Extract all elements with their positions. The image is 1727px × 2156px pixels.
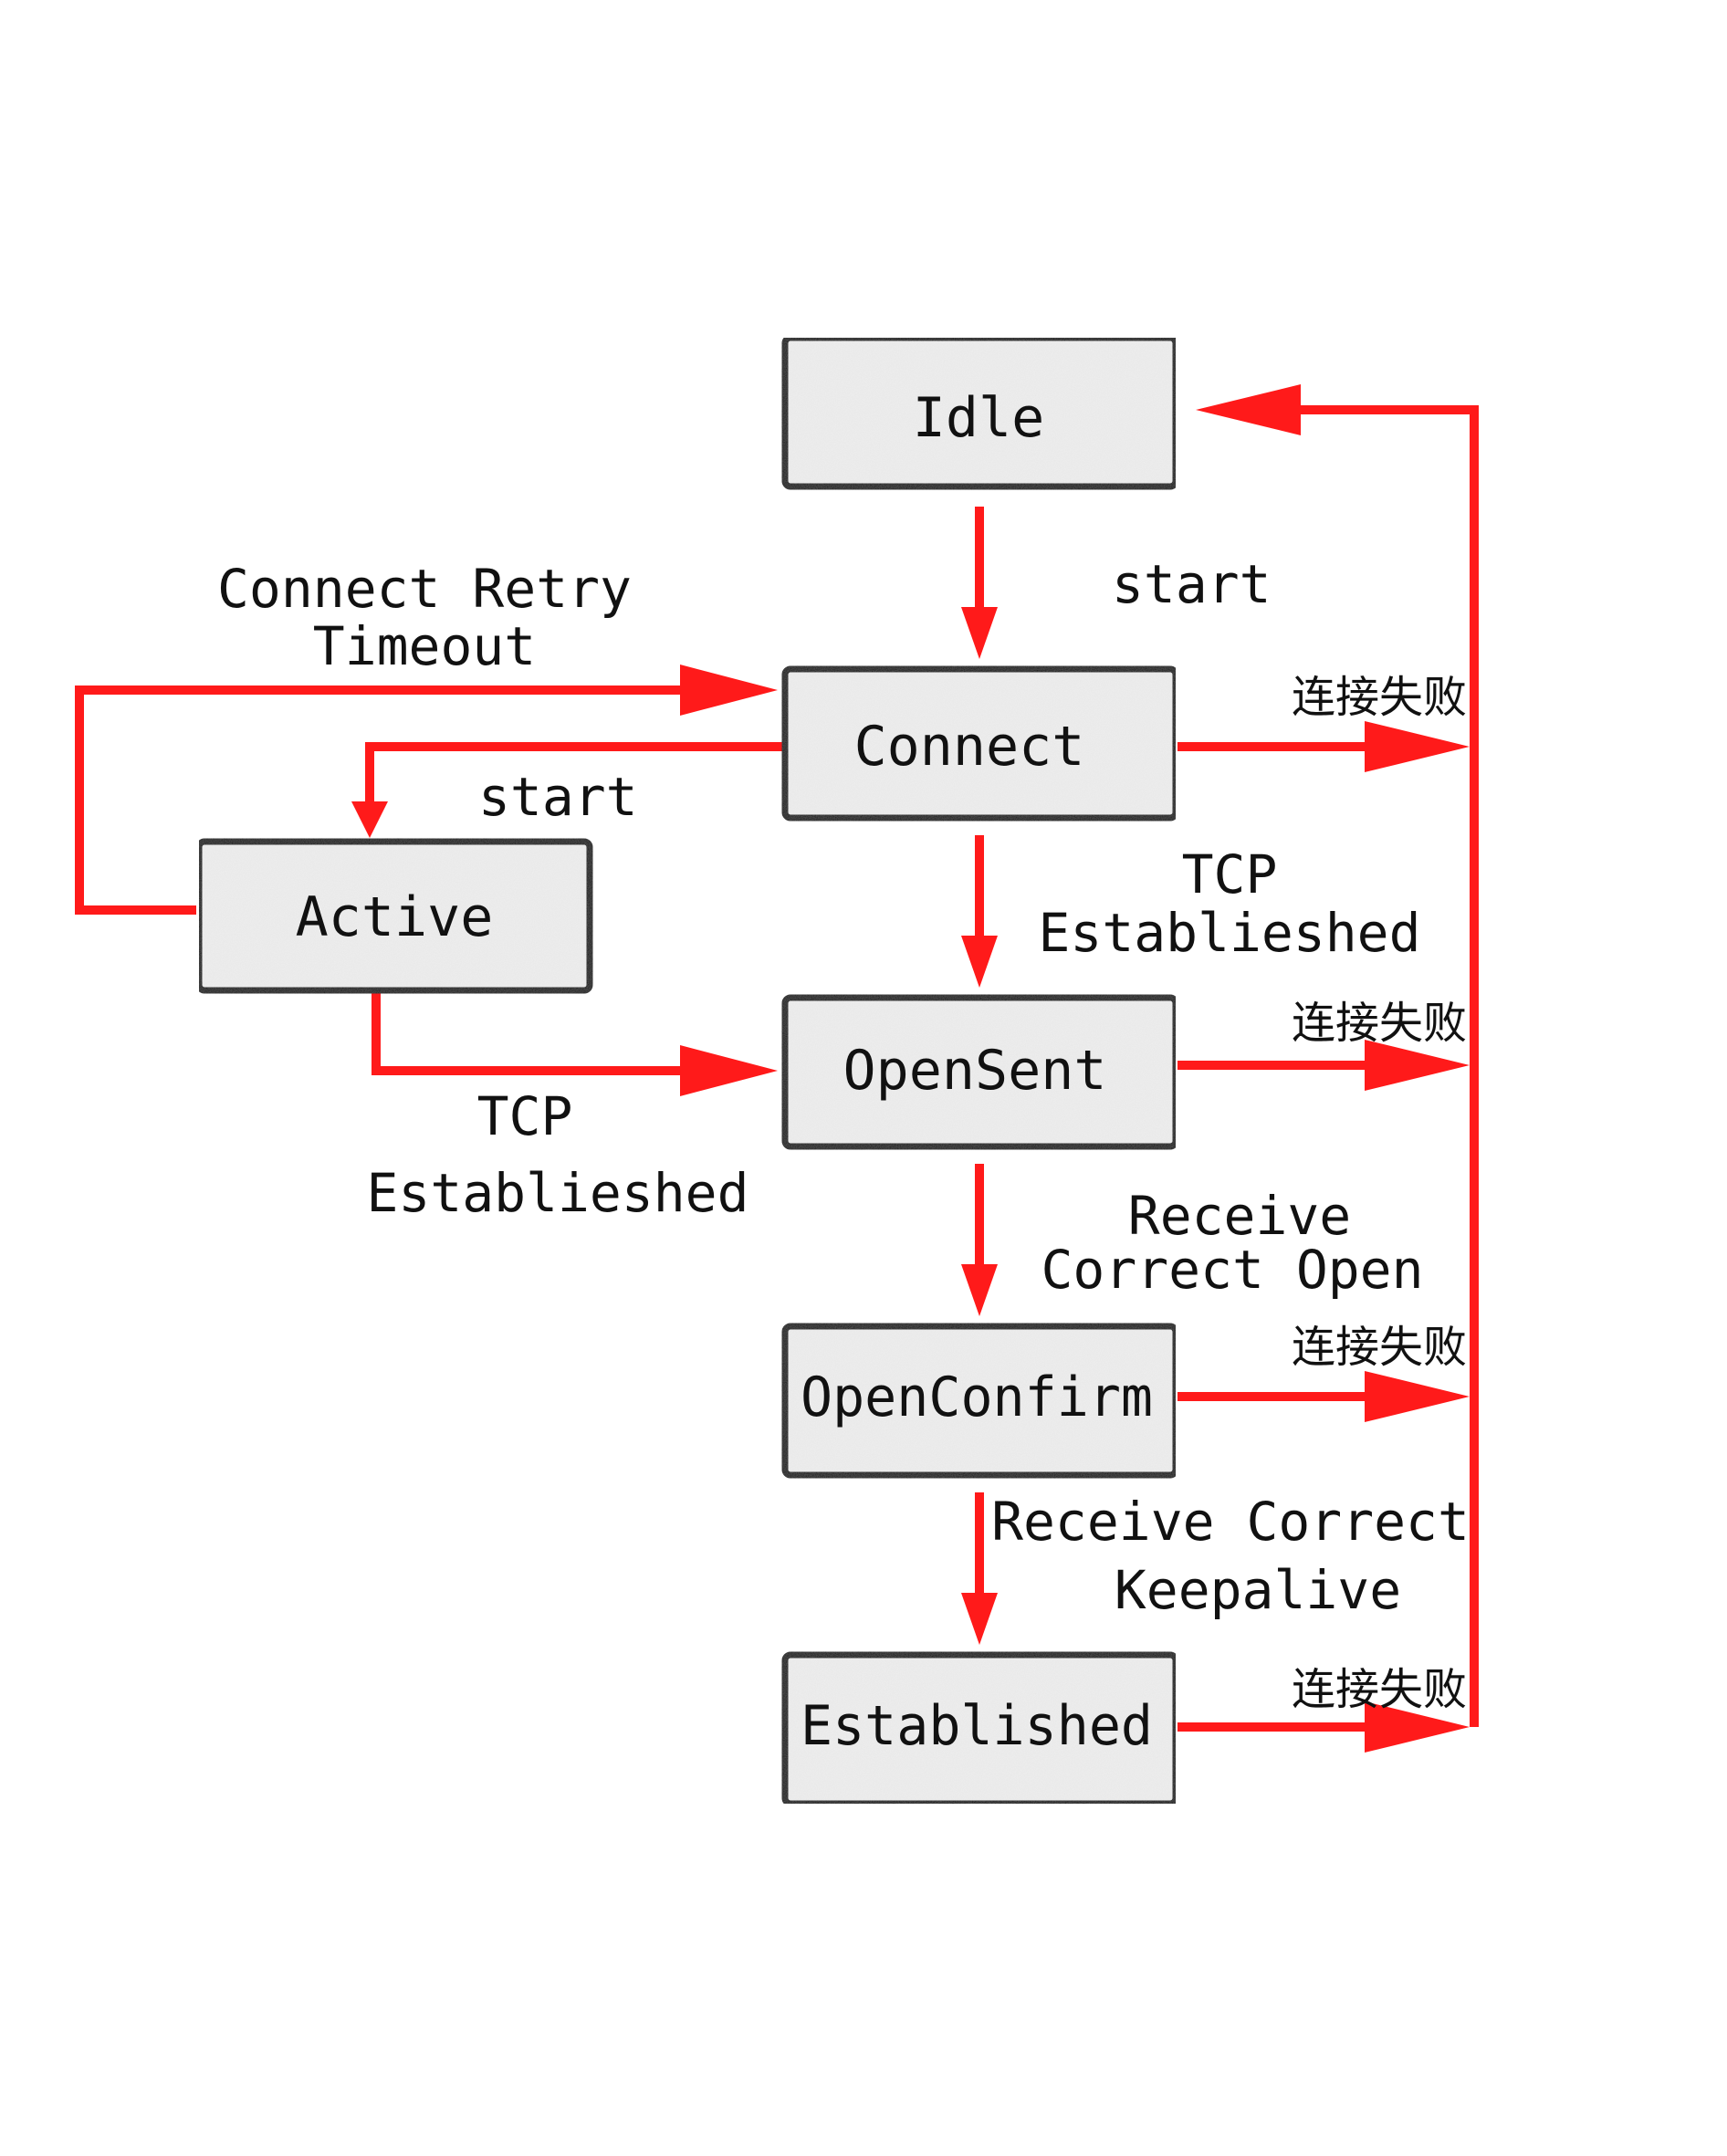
state-established-label: Established [801, 1694, 1153, 1758]
state-active-label: Active [296, 885, 494, 949]
arrowhead-connect-failure [1365, 721, 1470, 772]
arrow-failure-return-to-idle [1296, 405, 1479, 1727]
label-openconfirm-to-established-line2: Keepalive [1115, 1559, 1401, 1621]
label-connect-to-opensent-line2: Establieshed [1038, 902, 1420, 964]
label-opensent-to-openconfirm-line2: Correct Open [1041, 1239, 1423, 1301]
state-active-box [195, 838, 593, 994]
label-opensent-to-openconfirm-line1: Receive [1128, 1185, 1351, 1247]
label-connect-retry-line2: Timeout [313, 615, 536, 677]
arrowhead-retry-to-connect [680, 665, 778, 716]
state-opensent-label: OpenSent [843, 1039, 1107, 1103]
state-openconfirm-box [781, 1323, 1179, 1479]
arrowhead-return-to-idle [1196, 384, 1301, 435]
state-idle-box [781, 334, 1179, 490]
label-connect-to-opensent-line1: TCP [1182, 843, 1278, 905]
state-opensent-box [781, 994, 1179, 1150]
arrowhead-opensent [961, 936, 998, 988]
label-active-to-opensent-line2: Establieshed [366, 1162, 748, 1224]
arrowhead-active-to-opensent [680, 1045, 778, 1096]
label-connect-to-active: start [478, 766, 638, 828]
arrowhead-start-to-active [351, 801, 388, 838]
arrowhead-established [961, 1593, 998, 1645]
label-connect-failure: 连接失败 [1292, 672, 1467, 723]
arrow-active-to-connect-retry [75, 686, 685, 915]
label-opensent-failure: 连接失败 [1292, 998, 1467, 1049]
label-idle-to-connect: start [1112, 553, 1272, 615]
state-connect-label: Connect [854, 715, 1085, 779]
arrowhead-established-failure [1365, 1701, 1470, 1753]
state-openconfirm-label: OpenConfirm [801, 1366, 1153, 1429]
label-active-to-opensent-line1: TCP [477, 1085, 573, 1147]
arrowhead-opensent-failure [1365, 1040, 1470, 1091]
state-connect-box [781, 665, 1179, 822]
state-idle-label: Idle [913, 386, 1045, 450]
arrow-connect-to-active [365, 742, 785, 803]
label-connect-retry-line1: Connect Retry [217, 558, 632, 620]
label-openconfirm-failure: 连接失败 [1292, 1322, 1467, 1373]
label-established-failure: 连接失败 [1292, 1664, 1467, 1715]
arrow-active-to-opensent [372, 989, 685, 1075]
arrowhead-openconfirm [961, 1264, 998, 1316]
label-openconfirm-to-established-line1: Receive Correct [991, 1491, 1470, 1553]
arrowhead-openconfirm-failure [1365, 1371, 1470, 1422]
arrowhead-connect [961, 607, 998, 659]
state-established-box [781, 1651, 1179, 1807]
